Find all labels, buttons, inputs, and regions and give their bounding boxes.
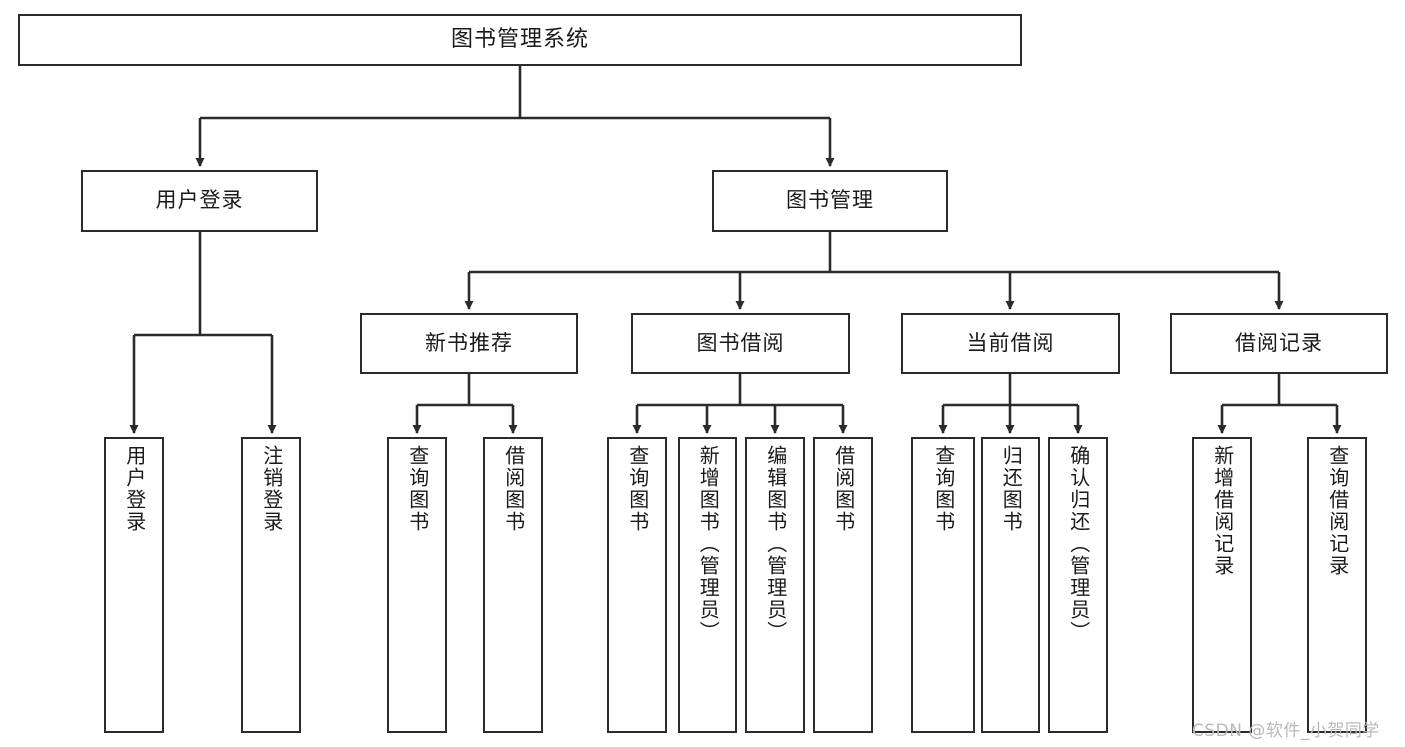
node-new-book-recommend[interactable]: 新书推荐 (360, 313, 578, 374)
leaf-borrow-book[interactable]: 借阅图书 (813, 437, 873, 733)
leaf-query-borrow-record[interactable]: 查询借阅记录 (1307, 437, 1367, 733)
node-label: 用户登录 (155, 188, 244, 213)
node-label: 图书借阅 (696, 330, 785, 355)
node-label: 借阅图书 (831, 445, 856, 533)
node-borrow-record[interactable]: 借阅记录 (1170, 313, 1388, 374)
leaf-add-book-admin[interactable]: 新增图书（管理员） (678, 437, 737, 733)
node-root-system[interactable]: 图书管理系统 (18, 14, 1022, 66)
node-label: 当前借阅 (966, 330, 1055, 355)
node-label: 归还图书 (999, 445, 1024, 533)
node-label: 编辑图书（管理员） (763, 445, 788, 643)
leaf-confirm-return-admin[interactable]: 确认归还（管理员） (1048, 437, 1108, 733)
node-label: 查询图书 (931, 445, 956, 533)
node-current-borrow[interactable]: 当前借阅 (901, 313, 1120, 374)
node-label: 新增图书（管理员） (696, 445, 721, 643)
node-label: 确认归还（管理员） (1066, 445, 1091, 643)
watermark-text: CSDN @软件_小贺同学 (1192, 721, 1380, 741)
node-label: 查询图书 (405, 445, 430, 533)
node-user-login[interactable]: 用户登录 (81, 170, 318, 232)
node-book-borrow[interactable]: 图书借阅 (631, 313, 850, 374)
node-label: 用户登录 (122, 445, 147, 533)
node-label: 查询借阅记录 (1325, 445, 1350, 577)
node-label: 图书管理 (786, 188, 874, 213)
node-label: 图书管理系统 (450, 26, 589, 52)
leaf-query-book-current[interactable]: 查询图书 (911, 437, 975, 733)
node-label: 查询图书 (625, 445, 650, 533)
leaf-return-book[interactable]: 归还图书 (981, 437, 1040, 733)
leaf-logout[interactable]: 注销登录 (241, 437, 301, 733)
node-label: 借阅记录 (1235, 330, 1323, 355)
node-label: 新增借阅记录 (1210, 445, 1235, 577)
node-label: 注销登录 (259, 445, 284, 533)
node-label: 新书推荐 (425, 330, 513, 355)
node-book-management[interactable]: 图书管理 (712, 170, 948, 232)
leaf-edit-book-admin[interactable]: 编辑图书（管理员） (745, 437, 805, 733)
leaf-borrow-book-recommend[interactable]: 借阅图书 (483, 437, 543, 733)
leaf-query-book-recommend[interactable]: 查询图书 (387, 437, 447, 733)
leaf-query-book-borrow[interactable]: 查询图书 (607, 437, 667, 733)
leaf-add-borrow-record[interactable]: 新增借阅记录 (1192, 437, 1252, 733)
leaf-user-login[interactable]: 用户登录 (104, 437, 164, 733)
node-label: 借阅图书 (501, 445, 526, 533)
